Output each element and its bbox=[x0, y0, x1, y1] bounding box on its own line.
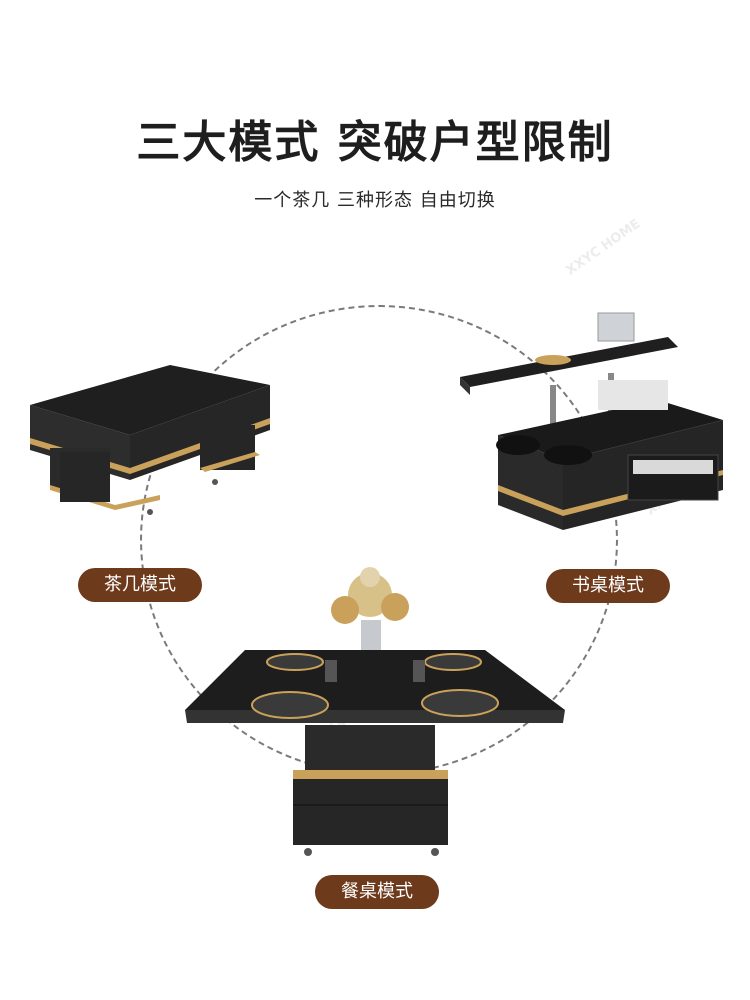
coffee-table-mode-image bbox=[30, 365, 270, 515]
page-title: 三大模式 突破户型限制 bbox=[136, 117, 614, 168]
tea-table-mode-label: 茶几模式 bbox=[78, 568, 202, 602]
desk-mode-label: 书桌模式 bbox=[546, 569, 670, 603]
desk-mode-image bbox=[460, 312, 723, 530]
dining-mode-image bbox=[185, 567, 565, 856]
watermark: XXYC HOME bbox=[563, 216, 644, 279]
dining-mode-label: 餐桌模式 bbox=[315, 875, 439, 909]
page-subtitle: 一个茶几 三种形态 自由切换 bbox=[254, 190, 496, 211]
